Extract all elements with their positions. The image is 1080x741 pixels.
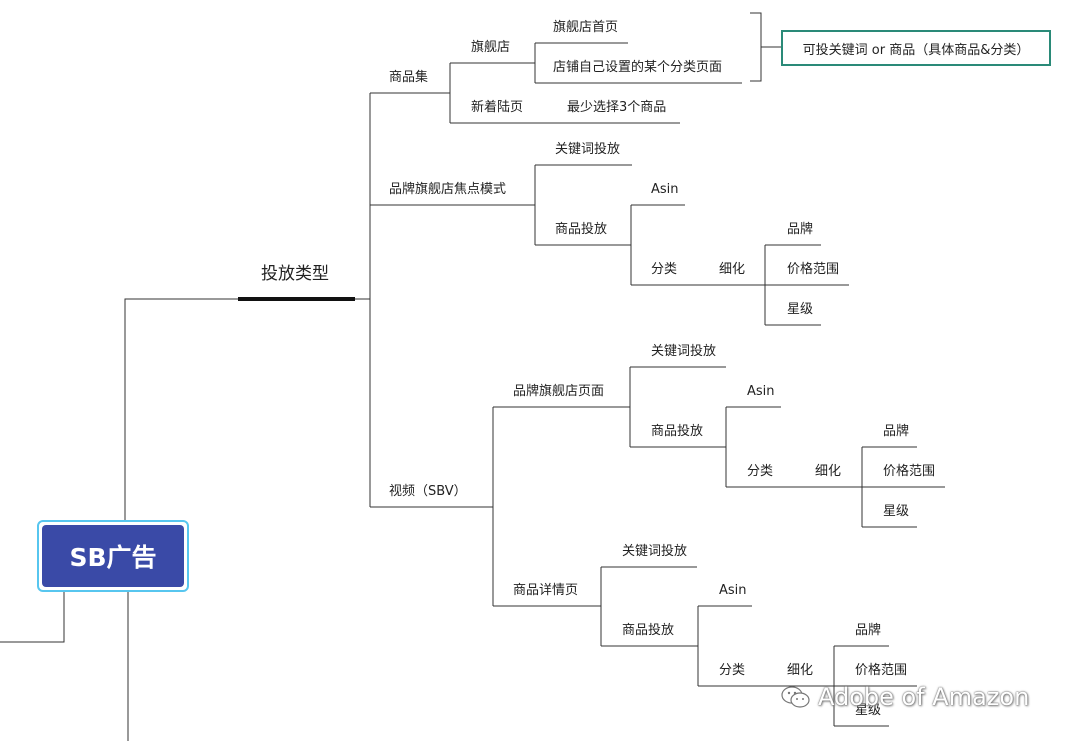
node-flagship-home[interactable]: 旗舰店首页	[553, 20, 619, 35]
branch-label-targeting-type[interactable]: 投放类型	[261, 264, 329, 284]
node-spotlight-refine[interactable]: 细化	[719, 262, 746, 277]
node-video-store-keyword-targeting[interactable]: 关键词投放	[651, 344, 717, 359]
node-store-spotlight[interactable]: 品牌旗舰店焦点模式	[389, 182, 507, 197]
node-flagship-store[interactable]: 旗舰店	[471, 40, 511, 55]
node-video-store-category[interactable]: 分类	[747, 464, 774, 479]
node-video-store-refine[interactable]: 细化	[815, 464, 842, 479]
node-spotlight-price-range[interactable]: 价格范围	[787, 262, 840, 277]
node-spotlight-asin[interactable]: Asin	[651, 182, 679, 197]
watermark: Adobe of Amazon	[780, 680, 1029, 714]
node-video-detail-rating[interactable]: 星级	[855, 703, 882, 718]
node-spotlight-rating[interactable]: 星级	[787, 302, 814, 317]
node-video-sbv[interactable]: 视频（SBV）	[389, 484, 467, 499]
node-min-three-products[interactable]: 最少选择3个商品	[567, 100, 667, 115]
node-spotlight-brand[interactable]: 品牌	[787, 222, 814, 237]
node-video-detail-asin[interactable]: Asin	[719, 583, 747, 598]
node-spotlight-keyword-targeting[interactable]: 关键词投放	[555, 142, 621, 157]
root-node[interactable]: SB广告	[37, 520, 189, 592]
node-spotlight-category[interactable]: 分类	[651, 262, 678, 277]
node-video-detail-page[interactable]: 商品详情页	[513, 583, 579, 598]
node-video-store-rating[interactable]: 星级	[883, 504, 910, 519]
watermark-text: Adobe of Amazon	[818, 683, 1030, 711]
root-label: SB广告	[42, 525, 184, 587]
note-targeting-options[interactable]: 可投关键词 or 商品（具体商品&分类）	[781, 30, 1051, 66]
node-product-collection[interactable]: 商品集	[389, 70, 429, 85]
node-video-detail-price-range[interactable]: 价格范围	[855, 663, 908, 678]
node-video-store-page[interactable]: 品牌旗舰店页面	[513, 384, 605, 399]
node-video-store-price-range[interactable]: 价格范围	[883, 464, 936, 479]
node-video-detail-keyword-targeting[interactable]: 关键词投放	[622, 544, 688, 559]
wechat-icon	[781, 686, 810, 708]
node-flagship-category-page[interactable]: 店铺自己设置的某个分类页面	[553, 60, 723, 75]
node-video-detail-category[interactable]: 分类	[719, 663, 746, 678]
node-video-detail-refine[interactable]: 细化	[787, 663, 814, 678]
node-spotlight-product-targeting[interactable]: 商品投放	[555, 222, 608, 237]
node-video-store-brand[interactable]: 品牌	[883, 424, 910, 439]
node-new-landing-page[interactable]: 新着陆页	[471, 100, 524, 115]
node-video-store-asin[interactable]: Asin	[747, 384, 775, 399]
node-video-detail-product-targeting[interactable]: 商品投放	[622, 623, 675, 638]
node-video-detail-brand[interactable]: 品牌	[855, 623, 882, 638]
node-video-store-product-targeting[interactable]: 商品投放	[651, 424, 704, 439]
